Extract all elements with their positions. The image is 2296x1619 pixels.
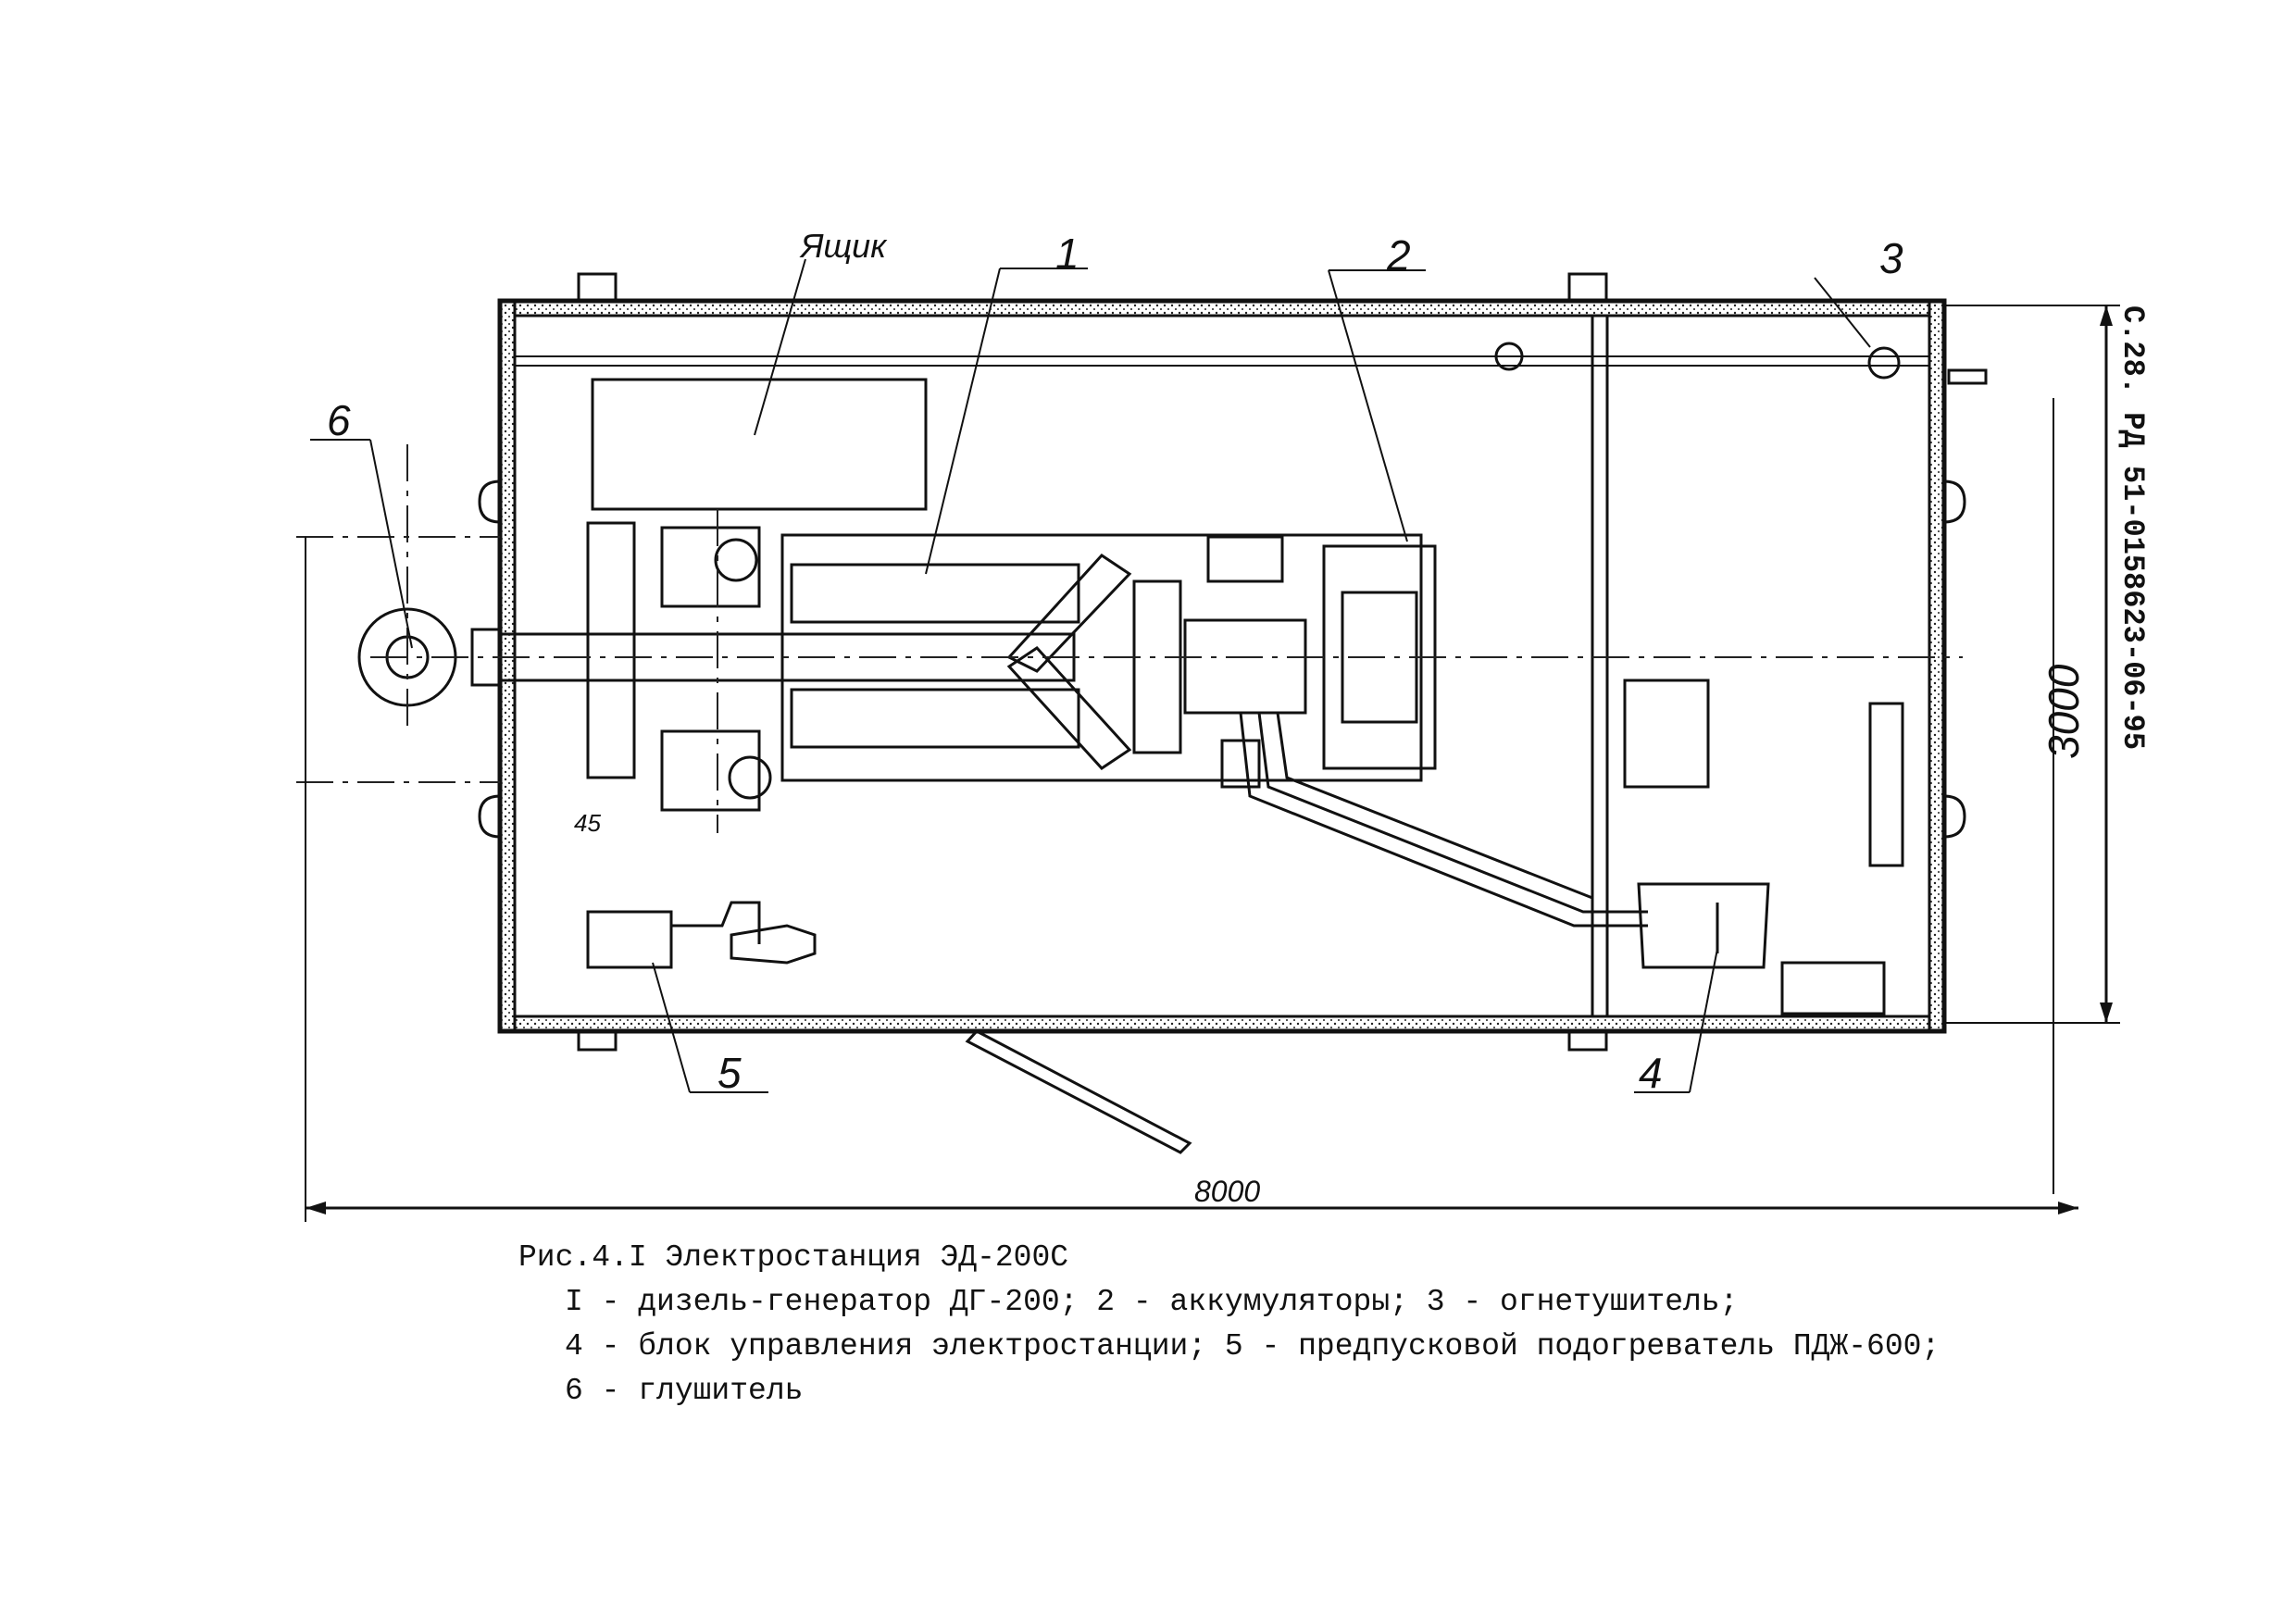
lugs <box>478 272 1988 1052</box>
engine-mounts <box>586 521 772 812</box>
pre-start-heater <box>586 901 817 969</box>
dimension-width-label: 8000 <box>1194 1175 1260 1208</box>
label-5: 5 <box>718 1049 742 1097</box>
label-box: Ящик <box>799 227 888 265</box>
label-1: 1 <box>1055 230 1079 278</box>
caption-item: I - дизель-генератор ДГ-200; 2 - аккумул… <box>565 1285 1739 1319</box>
leader-lines <box>310 258 1871 1093</box>
label-2: 2 <box>1386 231 1411 280</box>
box-rect <box>591 378 928 511</box>
side-document-code: С.28. РД 51-0158623-06-95 <box>2115 305 2150 750</box>
label-3: 3 <box>1879 234 1903 282</box>
partition-wall <box>515 316 1929 1016</box>
control-block <box>1637 882 1770 969</box>
caption-title: Рис.4.I Электростанция ЭД-200С <box>518 1240 1069 1275</box>
cabinet <box>1623 679 1710 789</box>
caption-item: 4 - блок управления электростанции; 5 - … <box>565 1329 1940 1364</box>
dimension-small-label: 45 <box>574 809 601 837</box>
dimension-height <box>1944 305 2120 1024</box>
caption-item: 6 - глушитель <box>565 1374 804 1408</box>
dimension-height-label: 3000 <box>2040 664 2088 759</box>
wall-panel <box>1868 702 1904 867</box>
figure-caption: Рис.4.I Электростанция ЭД-200С I - дизел… <box>518 1236 1940 1414</box>
label-4: 4 <box>1639 1049 1663 1097</box>
door <box>965 1029 1192 1154</box>
floor-unit <box>1780 961 1886 1015</box>
cable-run <box>1239 712 1648 928</box>
fire-extinguisher <box>1494 342 1901 380</box>
label-6: 6 <box>327 396 351 444</box>
dimension-width <box>305 398 2078 1222</box>
centre-lines <box>296 444 1963 833</box>
